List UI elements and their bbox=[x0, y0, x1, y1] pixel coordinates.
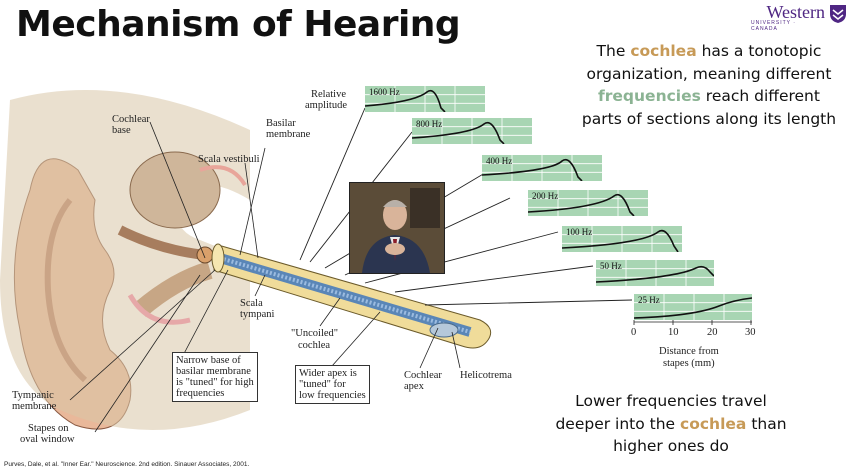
label-relative-amplitude-2: amplitude bbox=[305, 100, 347, 111]
freq-box-400: 400 Hz bbox=[482, 155, 602, 181]
axis-title-line1: Distance from bbox=[659, 346, 719, 357]
para1-text-2: has a tonotopic organization, meaning di… bbox=[586, 42, 832, 83]
axis-tick-0: 0 bbox=[631, 327, 637, 338]
para1-highlight-cochlea: cochlea bbox=[630, 42, 697, 60]
label-stapes-2: oval window bbox=[20, 434, 75, 445]
para2-text-1: Lower frequencies travel deeper into the bbox=[555, 392, 767, 433]
person-icon bbox=[350, 183, 444, 273]
label-basilar-membrane-1: Basilar bbox=[266, 118, 296, 129]
narrow-line-1: Narrow base of bbox=[176, 355, 241, 366]
wider-apex-callout: Wider apex is "tuned" for low frequencie… bbox=[295, 365, 370, 404]
distance-axis bbox=[633, 320, 752, 325]
freq-box-100: 100 Hz bbox=[562, 226, 682, 252]
freq-box-50: 50 Hz bbox=[596, 260, 714, 286]
para1-text-3: reach different parts of sections along … bbox=[581, 87, 837, 128]
logo-subtitle: UNIVERSITY · CANADA bbox=[751, 20, 796, 32]
slide-title: Mechanism of Hearing bbox=[16, 4, 461, 45]
freq-box-200: 200 Hz bbox=[528, 190, 648, 216]
crest-icon bbox=[830, 5, 846, 23]
label-tympanic-1: Tympanic bbox=[12, 390, 54, 401]
axis-tick-30: 30 bbox=[745, 327, 756, 338]
label-cochlear-base-2: base bbox=[112, 125, 131, 136]
narrow-line-2: basilar membrane bbox=[176, 366, 251, 377]
freq-label-1600: 1600 Hz bbox=[369, 87, 400, 97]
wider-line-3: low frequencies bbox=[299, 390, 366, 401]
axis-tick-20: 20 bbox=[707, 327, 718, 338]
narrow-line-4: frequencies bbox=[176, 388, 225, 399]
label-basilar-membrane-2: membrane bbox=[266, 129, 311, 140]
freq-box-25: 25 Hz bbox=[634, 294, 752, 320]
citation: Purves, Dale, et al. "Inner Ear." Neuros… bbox=[4, 461, 250, 468]
freq-label-200: 200 Hz bbox=[532, 191, 559, 201]
narrow-base-callout: Narrow base of basilar membrane is "tune… bbox=[172, 352, 258, 402]
university-logo: Western UNIVERSITY · CANADA bbox=[751, 2, 847, 32]
tonotopic-paragraph: The cochlea has a tonotopic organization… bbox=[578, 40, 840, 130]
para2-highlight-cochlea: cochlea bbox=[680, 414, 747, 433]
label-uncoiled-1: "Uncoiled" bbox=[291, 328, 339, 339]
wider-line-2: "tuned" for bbox=[299, 379, 346, 390]
label-cochlear-apex-2: apex bbox=[404, 381, 424, 392]
logo-wordmark: Western bbox=[766, 2, 825, 22]
label-cochlear-apex-1: Cochlear bbox=[404, 370, 442, 381]
para1-highlight-frequencies: frequencies bbox=[598, 87, 701, 105]
label-helicotrema: Helicotrema bbox=[460, 370, 512, 381]
freq-label-25: 25 Hz bbox=[638, 295, 660, 305]
freq-label-800: 800 Hz bbox=[416, 119, 443, 129]
para1-text-1: The bbox=[596, 42, 631, 60]
label-scala-vestibuli: Scala vestibuli bbox=[198, 154, 260, 165]
presenter-photo bbox=[349, 182, 445, 274]
freq-label-50: 50 Hz bbox=[600, 261, 622, 271]
axis-tick-10: 10 bbox=[668, 327, 679, 338]
uncoiled-cochlea bbox=[211, 243, 492, 349]
low-frequency-paragraph: Lower frequencies travel deeper into the… bbox=[546, 390, 796, 458]
freq-label-100: 100 Hz bbox=[566, 227, 593, 237]
label-stapes-1: Stapes on bbox=[28, 423, 69, 434]
narrow-line-3: is "tuned" for high bbox=[176, 377, 254, 388]
para2-text-2: than higher ones do bbox=[613, 414, 787, 456]
ear-illustration bbox=[0, 90, 250, 430]
label-tympanic-2: membrane bbox=[12, 401, 57, 412]
label-scala-tympani-2: tympani bbox=[240, 309, 275, 320]
label-uncoiled-2: cochlea bbox=[298, 340, 331, 351]
label-cochlear-base-1: Cochlear bbox=[112, 114, 150, 125]
axis-title-line2: stapes (mm) bbox=[663, 358, 715, 369]
label-relative-amplitude-1: Relative bbox=[311, 89, 346, 100]
freq-box-1600: 1600 Hz bbox=[365, 86, 485, 112]
freq-label-400: 400 Hz bbox=[486, 156, 513, 166]
wider-line-1: Wider apex is bbox=[299, 368, 357, 379]
label-scala-tympani-1: Scala bbox=[240, 298, 263, 309]
freq-box-800: 800 Hz bbox=[412, 118, 532, 144]
